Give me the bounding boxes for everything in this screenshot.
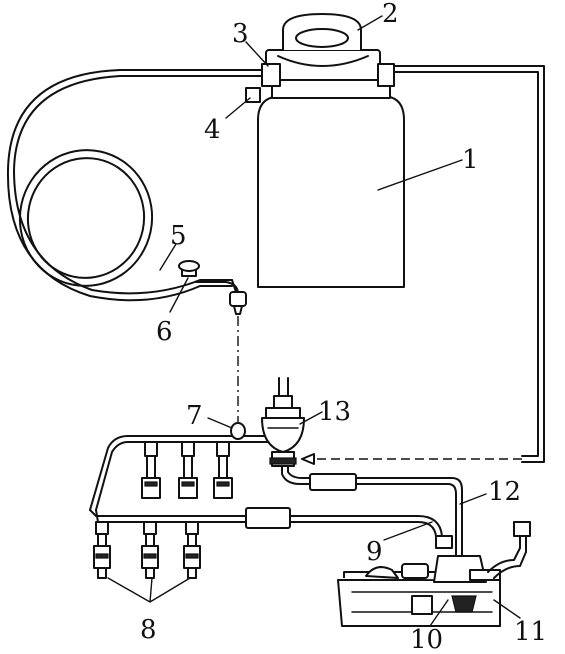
- label-suction-pipe: 9: [366, 537, 383, 567]
- hose-valve: [178, 260, 247, 315]
- pressure-valve: [261, 377, 305, 467]
- label-filler-cap: 2: [382, 0, 399, 29]
- labels: 1 2 3 4 5 6 7 8 9 10 11 12 13: [140, 0, 547, 654]
- label-manifold-cap: 7: [186, 401, 203, 431]
- nozzles: [93, 521, 201, 579]
- label-top-fitting: 3: [232, 19, 249, 49]
- label-side-fitting: 4: [204, 115, 221, 145]
- right-fitting: [377, 63, 395, 87]
- manifold-cap: [230, 422, 246, 440]
- label-nozzles: 8: [140, 615, 157, 645]
- label-hose-valve: 6: [156, 317, 173, 347]
- label-coiled-hose: 5: [170, 221, 187, 251]
- coiled-hose: [6, 69, 263, 302]
- label-pressure-valve: 13: [318, 397, 351, 427]
- tank: [257, 49, 405, 288]
- label-pump-base: 11: [514, 617, 547, 647]
- suction-pipe: [435, 535, 453, 549]
- filler-cap: [282, 13, 362, 50]
- label-pump-bottom: 10: [410, 625, 443, 654]
- pump-bottom: [411, 595, 477, 615]
- return-line: [301, 65, 545, 465]
- label-return-pipe: 12: [488, 477, 521, 507]
- label-tank: 1: [462, 145, 479, 175]
- return-pipe: [281, 465, 463, 557]
- top-fitting: [261, 63, 281, 87]
- leader-lines: [107, 15, 521, 627]
- upper-nozzles: [141, 441, 233, 499]
